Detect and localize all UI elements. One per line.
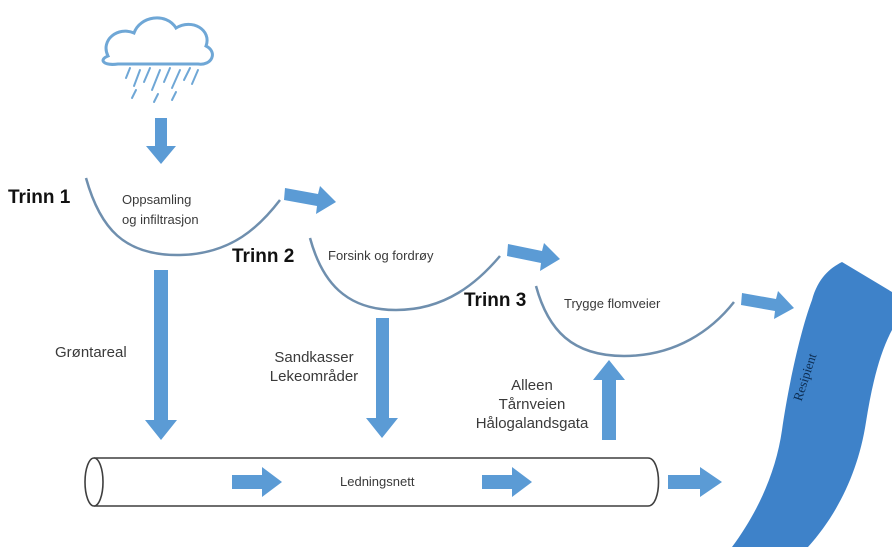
recipient-river xyxy=(732,262,892,547)
basin-3-curve xyxy=(534,285,735,358)
basin-1-text-line-2: og infiltrasjon xyxy=(122,212,199,227)
rain-cloud-icon xyxy=(101,16,214,103)
side-label-step-2: Sandkasser Lekeområder xyxy=(246,348,382,386)
arrow-basin1-to-pipe xyxy=(145,270,177,440)
basin-2-curve xyxy=(308,237,501,312)
arrow-basin3-to-recipient xyxy=(741,291,794,319)
basin-3-text: Trygge flomveier xyxy=(564,296,661,311)
pipe-label: Ledningsnett xyxy=(340,474,415,489)
arrow-basin1-to-basin2 xyxy=(284,186,336,214)
side-label-step-3: Alleen Tårnveien Hålogalandsgata xyxy=(452,376,612,433)
arrow-basin2-to-basin3 xyxy=(507,243,560,271)
basin-1-text: Oppsamling og infiltrasjon xyxy=(122,190,199,230)
step-2-label: Trinn 2 xyxy=(232,246,295,267)
side-label-step-3-line-2: Tårnveien xyxy=(498,396,566,413)
pipe xyxy=(84,457,660,507)
side-label-step-3-line-1: Alleen xyxy=(511,377,553,394)
basin-1-text-line-1: Oppsamling xyxy=(122,192,192,207)
side-label-step-3-line-3: Hålogalandsgata xyxy=(475,415,589,432)
arrow-pipe-to-recipient xyxy=(668,467,722,497)
arrow-rain-down xyxy=(146,118,176,164)
arrow-pipe-up-to-basin3 xyxy=(593,360,625,440)
basin-2-text: Forsink og fordrøy xyxy=(328,248,434,263)
arrow-pipe-flow-1 xyxy=(232,467,282,497)
arrow-pipe-flow-2 xyxy=(482,467,532,497)
basin-1-curve xyxy=(84,177,281,257)
side-label-step-1: Grøntareal xyxy=(55,344,127,361)
step-3-label: Trinn 3 xyxy=(464,290,527,311)
side-label-step-2-line-2: Lekeområder xyxy=(269,368,359,385)
step-1-label: Trinn 1 xyxy=(8,187,71,208)
side-label-step-2-line-1: Sandkasser xyxy=(274,349,354,366)
arrow-basin2-to-pipe xyxy=(366,318,398,438)
